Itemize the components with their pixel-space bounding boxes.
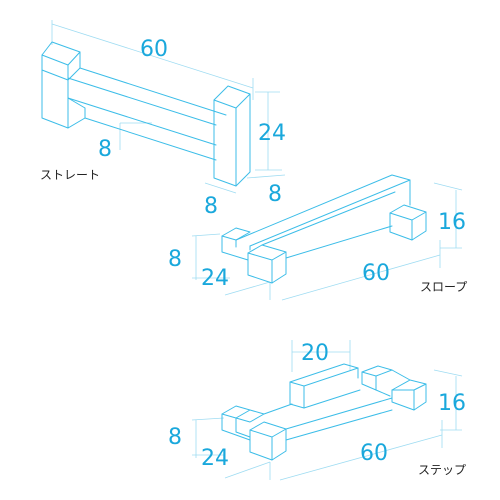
step-raised-platform xyxy=(289,363,361,409)
dimension-labels: 60 24 8 8 8 8 16 24 60 20 8 16 24 60 xyxy=(98,37,466,471)
straight-height-label: 24 xyxy=(258,121,286,146)
step-length-label: 60 xyxy=(360,441,388,466)
step-caption: ステップ xyxy=(418,463,466,477)
step-height-left-label: 8 xyxy=(168,425,182,450)
slope-caption: スロープ xyxy=(420,280,467,294)
straight-bar xyxy=(67,67,227,161)
step-front-block xyxy=(249,421,287,461)
slope-right-block xyxy=(389,204,427,241)
slope-height-right-label: 16 xyxy=(438,210,466,235)
straight-left-block xyxy=(41,41,81,129)
part-captions: ストレート スロープ ステップ xyxy=(40,168,467,477)
slope-dimension-lines xyxy=(191,182,463,301)
straight-depth-front-label: 8 xyxy=(204,194,218,219)
step-left-blocks xyxy=(221,405,265,441)
slope-width-label: 24 xyxy=(201,266,229,291)
slope-left-block xyxy=(221,227,251,261)
step-middle-span xyxy=(263,397,393,441)
straight-dimension-lines xyxy=(51,20,286,194)
slope-ramp xyxy=(235,174,411,259)
slope-height-left-label: 8 xyxy=(168,247,182,272)
straight-depth-left-label: 8 xyxy=(98,137,112,162)
step-dimension-lines xyxy=(191,340,463,481)
step-height-right-label: 16 xyxy=(438,391,466,416)
straight-right-post xyxy=(213,85,251,187)
straight-length-label: 60 xyxy=(140,37,168,62)
step-part xyxy=(191,340,463,481)
straight-part xyxy=(41,20,286,194)
slope-length-label: 60 xyxy=(362,261,390,286)
step-right-block xyxy=(361,365,427,411)
straight-depth-right-label: 8 xyxy=(268,182,282,207)
slope-front-block xyxy=(247,244,287,284)
straight-caption: ストレート xyxy=(40,168,100,182)
slope-part xyxy=(191,174,463,301)
step-top-label: 20 xyxy=(301,341,329,366)
step-width-label: 24 xyxy=(201,446,229,471)
